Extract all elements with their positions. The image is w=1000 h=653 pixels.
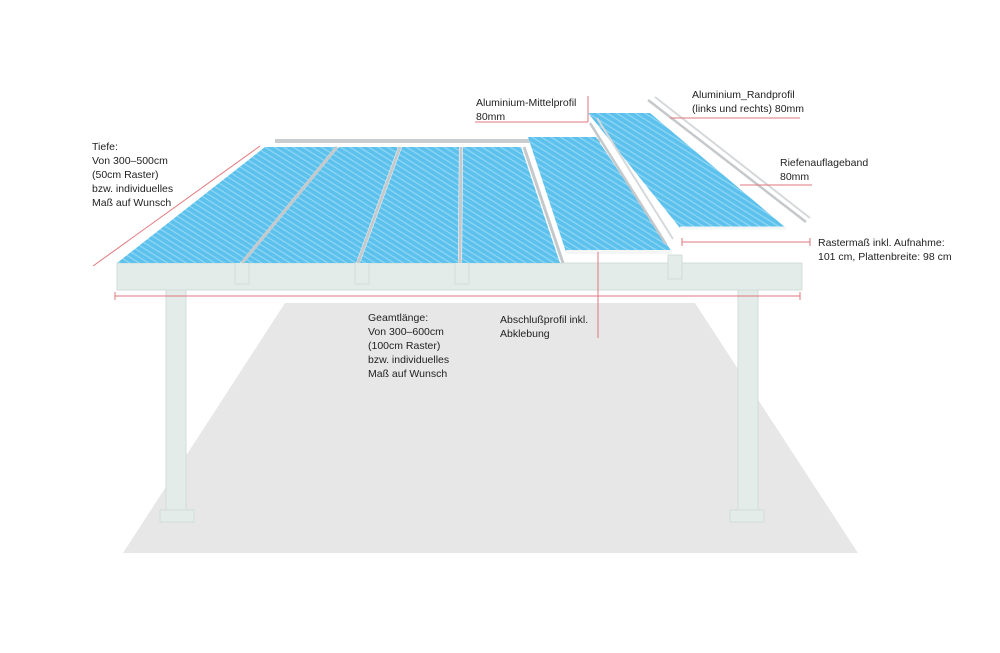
middle-profile	[240, 146, 339, 264]
gesamtlaenge-line: Von 300–600cm	[368, 326, 444, 338]
mittelprofil-line: Aluminium-Mittelprofil	[476, 97, 576, 109]
exploded-middle-profile	[588, 122, 668, 245]
rastermass-line: Rastermaß inkl. Aufnahme:	[818, 237, 945, 249]
randprofil-line: Aluminium_Randprofil	[692, 89, 795, 101]
roof-panel	[117, 147, 335, 263]
gesamtlaenge-line: Geamtlänge:	[368, 312, 428, 324]
left-post-base	[159, 509, 195, 523]
right-post-base	[729, 509, 765, 523]
roof-panel-lifted	[528, 137, 672, 252]
right-post	[737, 287, 759, 514]
middle-profile	[356, 146, 402, 264]
back-rail	[275, 139, 600, 143]
mittelprofil-line: 80mm	[476, 111, 505, 123]
randprofil-line: (links und rechts) 80mm	[692, 103, 804, 115]
gesamtlaenge-line: bzw. individuelles	[368, 354, 449, 366]
ground-shadow	[123, 303, 858, 553]
rafter-end	[454, 259, 470, 285]
abschluss-line: Abschlußprofil inkl.	[500, 314, 588, 326]
dimension-lines	[92, 96, 812, 338]
rafter-end	[234, 259, 250, 285]
rastermass-line: 101 cm, Plattenbreite: 98 cm	[818, 251, 952, 263]
left-post	[165, 287, 187, 514]
middle-profile	[522, 146, 565, 264]
edge-profile	[647, 99, 807, 223]
roof-panel	[462, 147, 560, 263]
gesamtlaenge-label: Geamtlänge: Von 300–600cm (100cm Raster)…	[368, 312, 452, 380]
tiefe-line: Maß auf Wunsch	[92, 197, 171, 209]
mittelprofil-label: Aluminium-Mittelprofil 80mm	[476, 97, 579, 123]
abschlussprofil-label: Abschlußprofil inkl. Abklebung	[500, 314, 591, 340]
tiefe-line: Tiefe:	[92, 141, 118, 153]
roof-panel	[244, 147, 398, 263]
exploded-middle-profile	[596, 117, 674, 240]
middle-profile	[458, 146, 463, 264]
edge-profile	[654, 96, 811, 219]
riefenauflageband-label: Riefenauflageband 80mm	[780, 157, 871, 183]
tiefe-label: Tiefe: Von 300–500cm (50cm Raster) bzw. …	[92, 141, 176, 209]
roof-panel	[360, 147, 459, 263]
riefen-line: 80mm	[780, 171, 809, 183]
rafter-end	[354, 259, 370, 285]
tiefe-line: bzw. individuelles	[92, 183, 173, 195]
gesamtlaenge-line: (100cm Raster)	[368, 340, 440, 352]
riefen-line: Riefenauflageband	[780, 157, 868, 169]
rafter-end	[667, 254, 683, 280]
tiefe-line: Von 300–500cm	[92, 155, 168, 167]
abschluss-line: Abklebung	[500, 328, 550, 340]
randprofil-label: Aluminium_Randprofil (links und rechts) …	[692, 89, 804, 115]
roof-panel-exploded	[588, 113, 786, 228]
rastermass-label: Rastermaß inkl. Aufnahme: 101 cm, Platte…	[818, 237, 952, 263]
gesamtlaenge-line: Maß auf Wunsch	[368, 368, 447, 380]
depth-dimension-line	[92, 145, 261, 267]
tiefe-line: (50cm Raster)	[92, 169, 159, 181]
